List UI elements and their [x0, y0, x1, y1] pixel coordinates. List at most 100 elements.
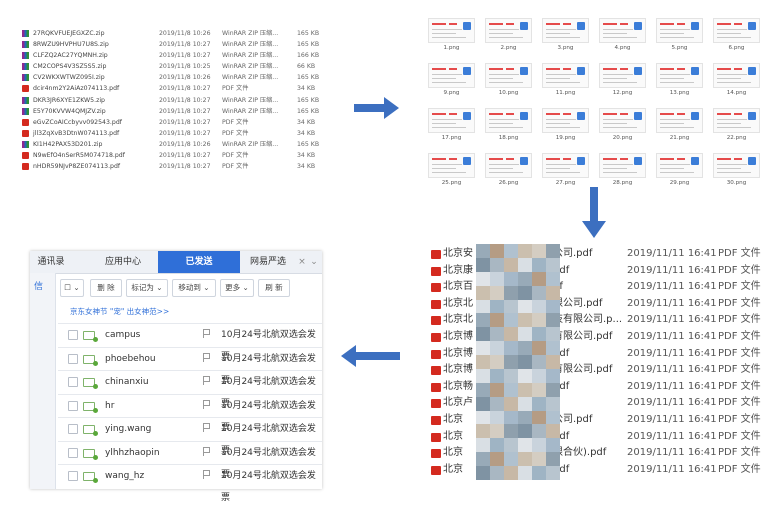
mail-row[interactable]: ying.wang 10月24号北航双选会发票 [58, 417, 322, 456]
image-thumbnail[interactable]: 6.png [713, 18, 760, 53]
image-thumbnail[interactable]: 3.png [542, 18, 589, 53]
row-checkbox[interactable] [68, 330, 78, 340]
flag-icon[interactable] [203, 446, 210, 456]
tab-app-center[interactable]: 应用中心 [104, 257, 141, 267]
image-thumbnail[interactable]: 11.png [542, 63, 589, 98]
image-thumbnail[interactable]: 30.png [713, 153, 760, 188]
row-checkbox[interactable] [68, 471, 78, 481]
mail-sender[interactable]: ying.wang [105, 424, 152, 434]
image-thumbnail[interactable]: 5.png [656, 18, 703, 53]
image-thumbnail[interactable]: 4.png [599, 18, 646, 53]
row-checkbox[interactable] [68, 447, 78, 458]
mail-sender[interactable]: hr [105, 400, 115, 411]
refresh-button[interactable]: 刷 新 [258, 279, 290, 297]
mail-subject[interactable]: 10月24号北航双选会发票 [221, 330, 316, 362]
mail-subject[interactable]: 10月24号北航双选会发票 [221, 377, 316, 409]
mail-sender[interactable]: chinanxiu [105, 377, 149, 387]
tab-contacts[interactable]: 通讯录 [37, 257, 65, 267]
image-thumbnail[interactable]: 26.png [485, 153, 532, 188]
image-thumbnail[interactable]: 17.png [428, 108, 475, 143]
flag-icon[interactable] [203, 399, 210, 409]
mail-sender[interactable]: campus [105, 330, 141, 340]
image-thumbnail[interactable]: 10.png [485, 63, 532, 98]
flag-icon[interactable] [203, 470, 210, 479]
mail-subject[interactable]: 10月24号北航双选会发票 [221, 471, 316, 503]
image-thumbnail[interactable]: 1.png [428, 18, 475, 53]
select-all-checkbox[interactable]: ☐ ⌄ [60, 279, 84, 297]
mail-row[interactable]: phoebehou 10月24号北航双选会发票 [58, 346, 322, 386]
mail-subject[interactable]: 10月24号北航双选会发票 [221, 400, 316, 433]
delete-button[interactable]: 删 除 [90, 279, 122, 297]
row-checkbox[interactable] [68, 353, 78, 364]
tab-sent[interactable]: 已发送 [158, 251, 240, 273]
image-thumbnail[interactable]: 18.png [485, 108, 532, 143]
image-thumbnail[interactable]: 22.png [713, 108, 760, 143]
move-to-button[interactable]: 移动到 ⌄ [172, 279, 216, 297]
sidebar-label[interactable]: 信 [34, 282, 44, 292]
flag-icon[interactable] [203, 329, 210, 338]
image-thumbnail[interactable]: 9.png [428, 63, 475, 98]
tab-yanxuan[interactable]: 网易严选 [249, 257, 286, 267]
mail-row[interactable]: campus 10月24号北航双选会发票 [58, 323, 322, 362]
image-thumbnail[interactable]: 28.png [599, 153, 646, 188]
image-thumbnail[interactable]: 29.png [656, 153, 703, 188]
more-button[interactable]: 更多 ⌄ [220, 279, 254, 297]
flag-icon[interactable] [203, 376, 210, 385]
mail-subject[interactable]: 10月24号北航双选会发票 [221, 424, 316, 456]
image-thumbnail[interactable]: 2.png [485, 18, 532, 53]
mail-row[interactable]: chinanxiu 10月24号北航双选会发票 [58, 370, 322, 409]
mail-tab-bar: 通讯录 应用中心 已发送 网易严选 × ⌄ [30, 251, 322, 274]
image-thumbnail[interactable]: 19.png [542, 108, 589, 143]
mail-row[interactable]: ylhhzhaopin 10月24号北航双选会发票 [58, 440, 322, 480]
mail-row[interactable]: hr 10月24号北航双选会发票 [58, 393, 322, 433]
image-thumbnail[interactable]: 13.png [656, 63, 703, 98]
mark-as-button[interactable]: 标记为 ⌄ [126, 279, 168, 297]
flag-icon[interactable] [203, 352, 210, 362]
image-thumbnail[interactable]: 27.png [542, 153, 589, 188]
mail-sender[interactable]: phoebehou [105, 353, 156, 364]
mail-subject[interactable]: 10月24号北航双选会发票 [221, 447, 316, 480]
image-thumbnail[interactable]: 25.png [428, 153, 475, 188]
image-thumbnail[interactable]: 20.png [599, 108, 646, 143]
row-checkbox[interactable] [68, 424, 78, 434]
row-checkbox[interactable] [68, 400, 78, 411]
image-thumbnail[interactable]: 12.png [599, 63, 646, 98]
flag-icon[interactable] [203, 423, 210, 432]
tab-close-icon[interactable]: × [298, 257, 306, 267]
row-checkbox[interactable] [68, 377, 78, 387]
mail-sender[interactable]: wang_hz [105, 471, 145, 481]
chevron-down-icon[interactable]: ⌄ [310, 257, 318, 267]
promo-banner-link[interactable]: 京东女神节 "宠" 出女神范>> [70, 307, 170, 316]
image-thumbnail[interactable]: 21.png [656, 108, 703, 143]
image-thumbnail[interactable]: 14.png [713, 63, 760, 98]
mail-subject[interactable]: 10月24号北航双选会发票 [221, 353, 316, 386]
mail-row[interactable]: wang_hz 10月24号北航双选会发票 [58, 464, 322, 503]
pdf-name: 北京博 [443, 364, 473, 376]
mail-sender[interactable]: ylhhzhaopin [105, 447, 160, 458]
